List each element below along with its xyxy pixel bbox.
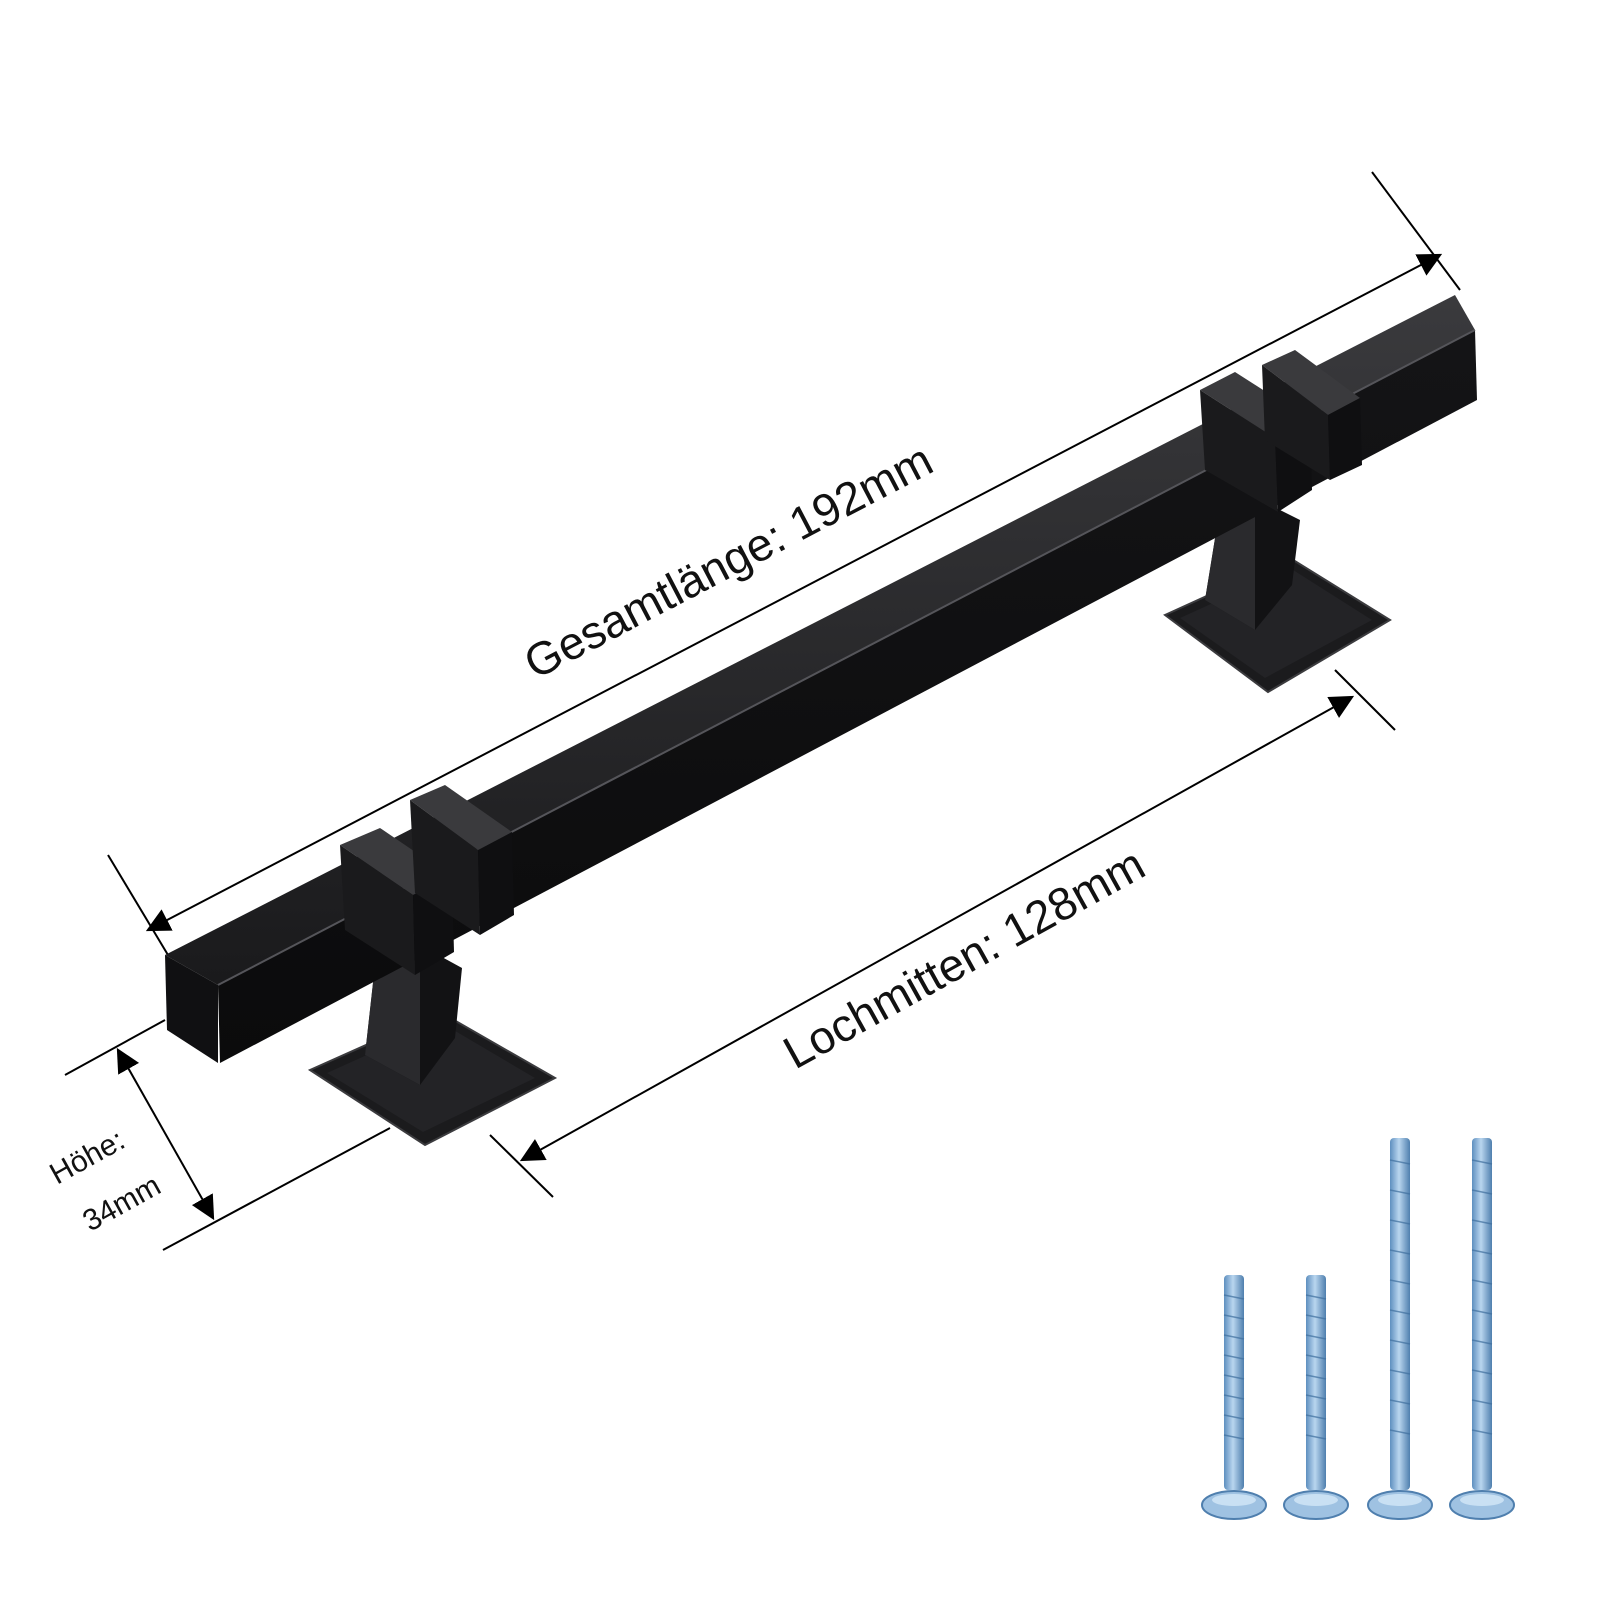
height-extension-bottom: [162, 1127, 391, 1251]
left-collar: [340, 785, 514, 975]
screw-threads: [1223, 1159, 1493, 1440]
overall-extension-left: [107, 854, 169, 956]
hole-extension-right: [1334, 669, 1396, 731]
long-screw-1: [1367, 1138, 1433, 1520]
mounting-screws: [1201, 1138, 1515, 1520]
hole-spacing-label: Lochmitten: 128mm: [775, 837, 1154, 1078]
hole-spacing-arrow: [519, 695, 1355, 1162]
height-arrow: [116, 1047, 215, 1221]
long-screw-2: [1449, 1138, 1515, 1520]
dimension-lines: [64, 171, 1461, 1251]
right-post: [1163, 500, 1392, 694]
height-label: Höhe:: [44, 1123, 130, 1191]
left-post: [307, 945, 558, 1147]
overall-extension-right: [1371, 171, 1461, 291]
right-collar: [1200, 350, 1362, 512]
cabinet-handle: [165, 295, 1477, 1147]
hole-extension-left: [489, 1134, 554, 1198]
height-value: 34mm: [77, 1169, 166, 1238]
height-extension-top: [64, 1019, 166, 1076]
overall-length-arrow: [145, 253, 1443, 932]
